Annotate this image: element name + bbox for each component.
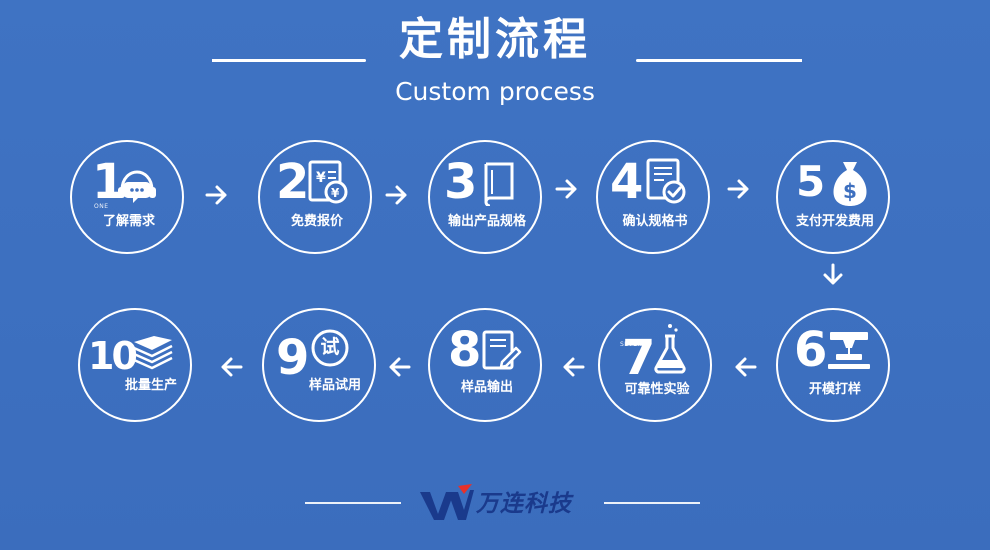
step-label: 确认规格书	[622, 214, 688, 229]
step-number: 2	[276, 154, 310, 210]
arrow-left-icon	[218, 354, 244, 380]
book-icon	[478, 160, 526, 208]
document-check-icon	[642, 156, 690, 204]
svg-text:¥: ¥	[316, 170, 326, 186]
brand-logo: 万连科技	[418, 484, 588, 524]
step-number: 6	[794, 322, 828, 378]
step-1: 1 ONE 了解需求	[70, 140, 184, 254]
step-label: 输出产品规格	[447, 214, 526, 229]
title-divider-left	[212, 59, 366, 62]
3d-printer-icon	[822, 328, 870, 376]
money-bag-icon: $	[828, 156, 876, 206]
step-label: 样品输出	[460, 380, 513, 395]
step-number: 1	[92, 154, 126, 210]
step-number: 7	[622, 330, 656, 386]
step-number: 10	[88, 334, 138, 378]
step-label: 批量生产	[124, 378, 177, 393]
step-number: 5	[796, 157, 826, 206]
step-number: 8	[448, 322, 482, 378]
step-9: 9 试 样品试用	[262, 308, 376, 422]
arrow-left-icon	[732, 354, 758, 380]
step-3: 3 输出产品规格	[428, 140, 542, 254]
step-number: 4	[610, 154, 644, 210]
step-label: 支付开发费用	[795, 214, 874, 229]
step-2: 2 ¥ ¥ 免费报价	[258, 140, 372, 254]
arrow-down-icon	[820, 262, 846, 288]
flask-icon	[648, 320, 696, 374]
arrow-left-icon	[560, 354, 586, 380]
price-quote-icon: ¥ ¥	[304, 158, 352, 206]
wl-logo-mark	[418, 484, 474, 524]
step-label: 免费报价	[290, 214, 343, 229]
step-number: 3	[444, 154, 478, 210]
arrow-right-icon	[384, 182, 410, 208]
document-edit-icon	[480, 328, 528, 376]
trial-badge-text: 试	[320, 336, 340, 358]
arrow-left-icon	[386, 354, 412, 380]
svg-text:¥: ¥	[331, 186, 340, 200]
step-5: 5 $ 支付开发费用	[776, 140, 890, 254]
page-subtitle: Custom process	[395, 77, 595, 106]
brand-name: 万连科技	[476, 491, 572, 517]
footer-divider-right	[604, 502, 700, 504]
step-4: 4 确认规格书	[596, 140, 710, 254]
arrow-right-icon	[726, 176, 752, 202]
headset-chat-icon	[114, 168, 162, 216]
step-7: SEVEN 7 可靠性实验	[598, 308, 712, 422]
stacked-sheets-icon	[130, 334, 178, 382]
step-label: 了解需求	[102, 214, 155, 229]
step-number: 9	[276, 330, 310, 386]
footer-divider-left	[305, 502, 401, 504]
step-label: 可靠性实验	[624, 382, 690, 397]
arrow-right-icon	[554, 176, 580, 202]
step-8: 8 样品输出	[428, 308, 542, 422]
page-title: 定制流程	[399, 14, 591, 65]
step-10: 10 批量生产	[78, 308, 192, 422]
arrow-right-icon	[204, 182, 230, 208]
trial-badge-icon: 试	[308, 328, 356, 376]
step-label: 开模打样	[808, 382, 861, 397]
step-number-tag: ONE	[94, 203, 109, 210]
svg-text:$: $	[843, 179, 857, 203]
step-6: 6 开模打样	[776, 308, 890, 422]
title-divider-right	[636, 59, 802, 62]
step-number-tag: SEVEN	[620, 341, 643, 348]
step-label: 样品试用	[308, 378, 361, 393]
